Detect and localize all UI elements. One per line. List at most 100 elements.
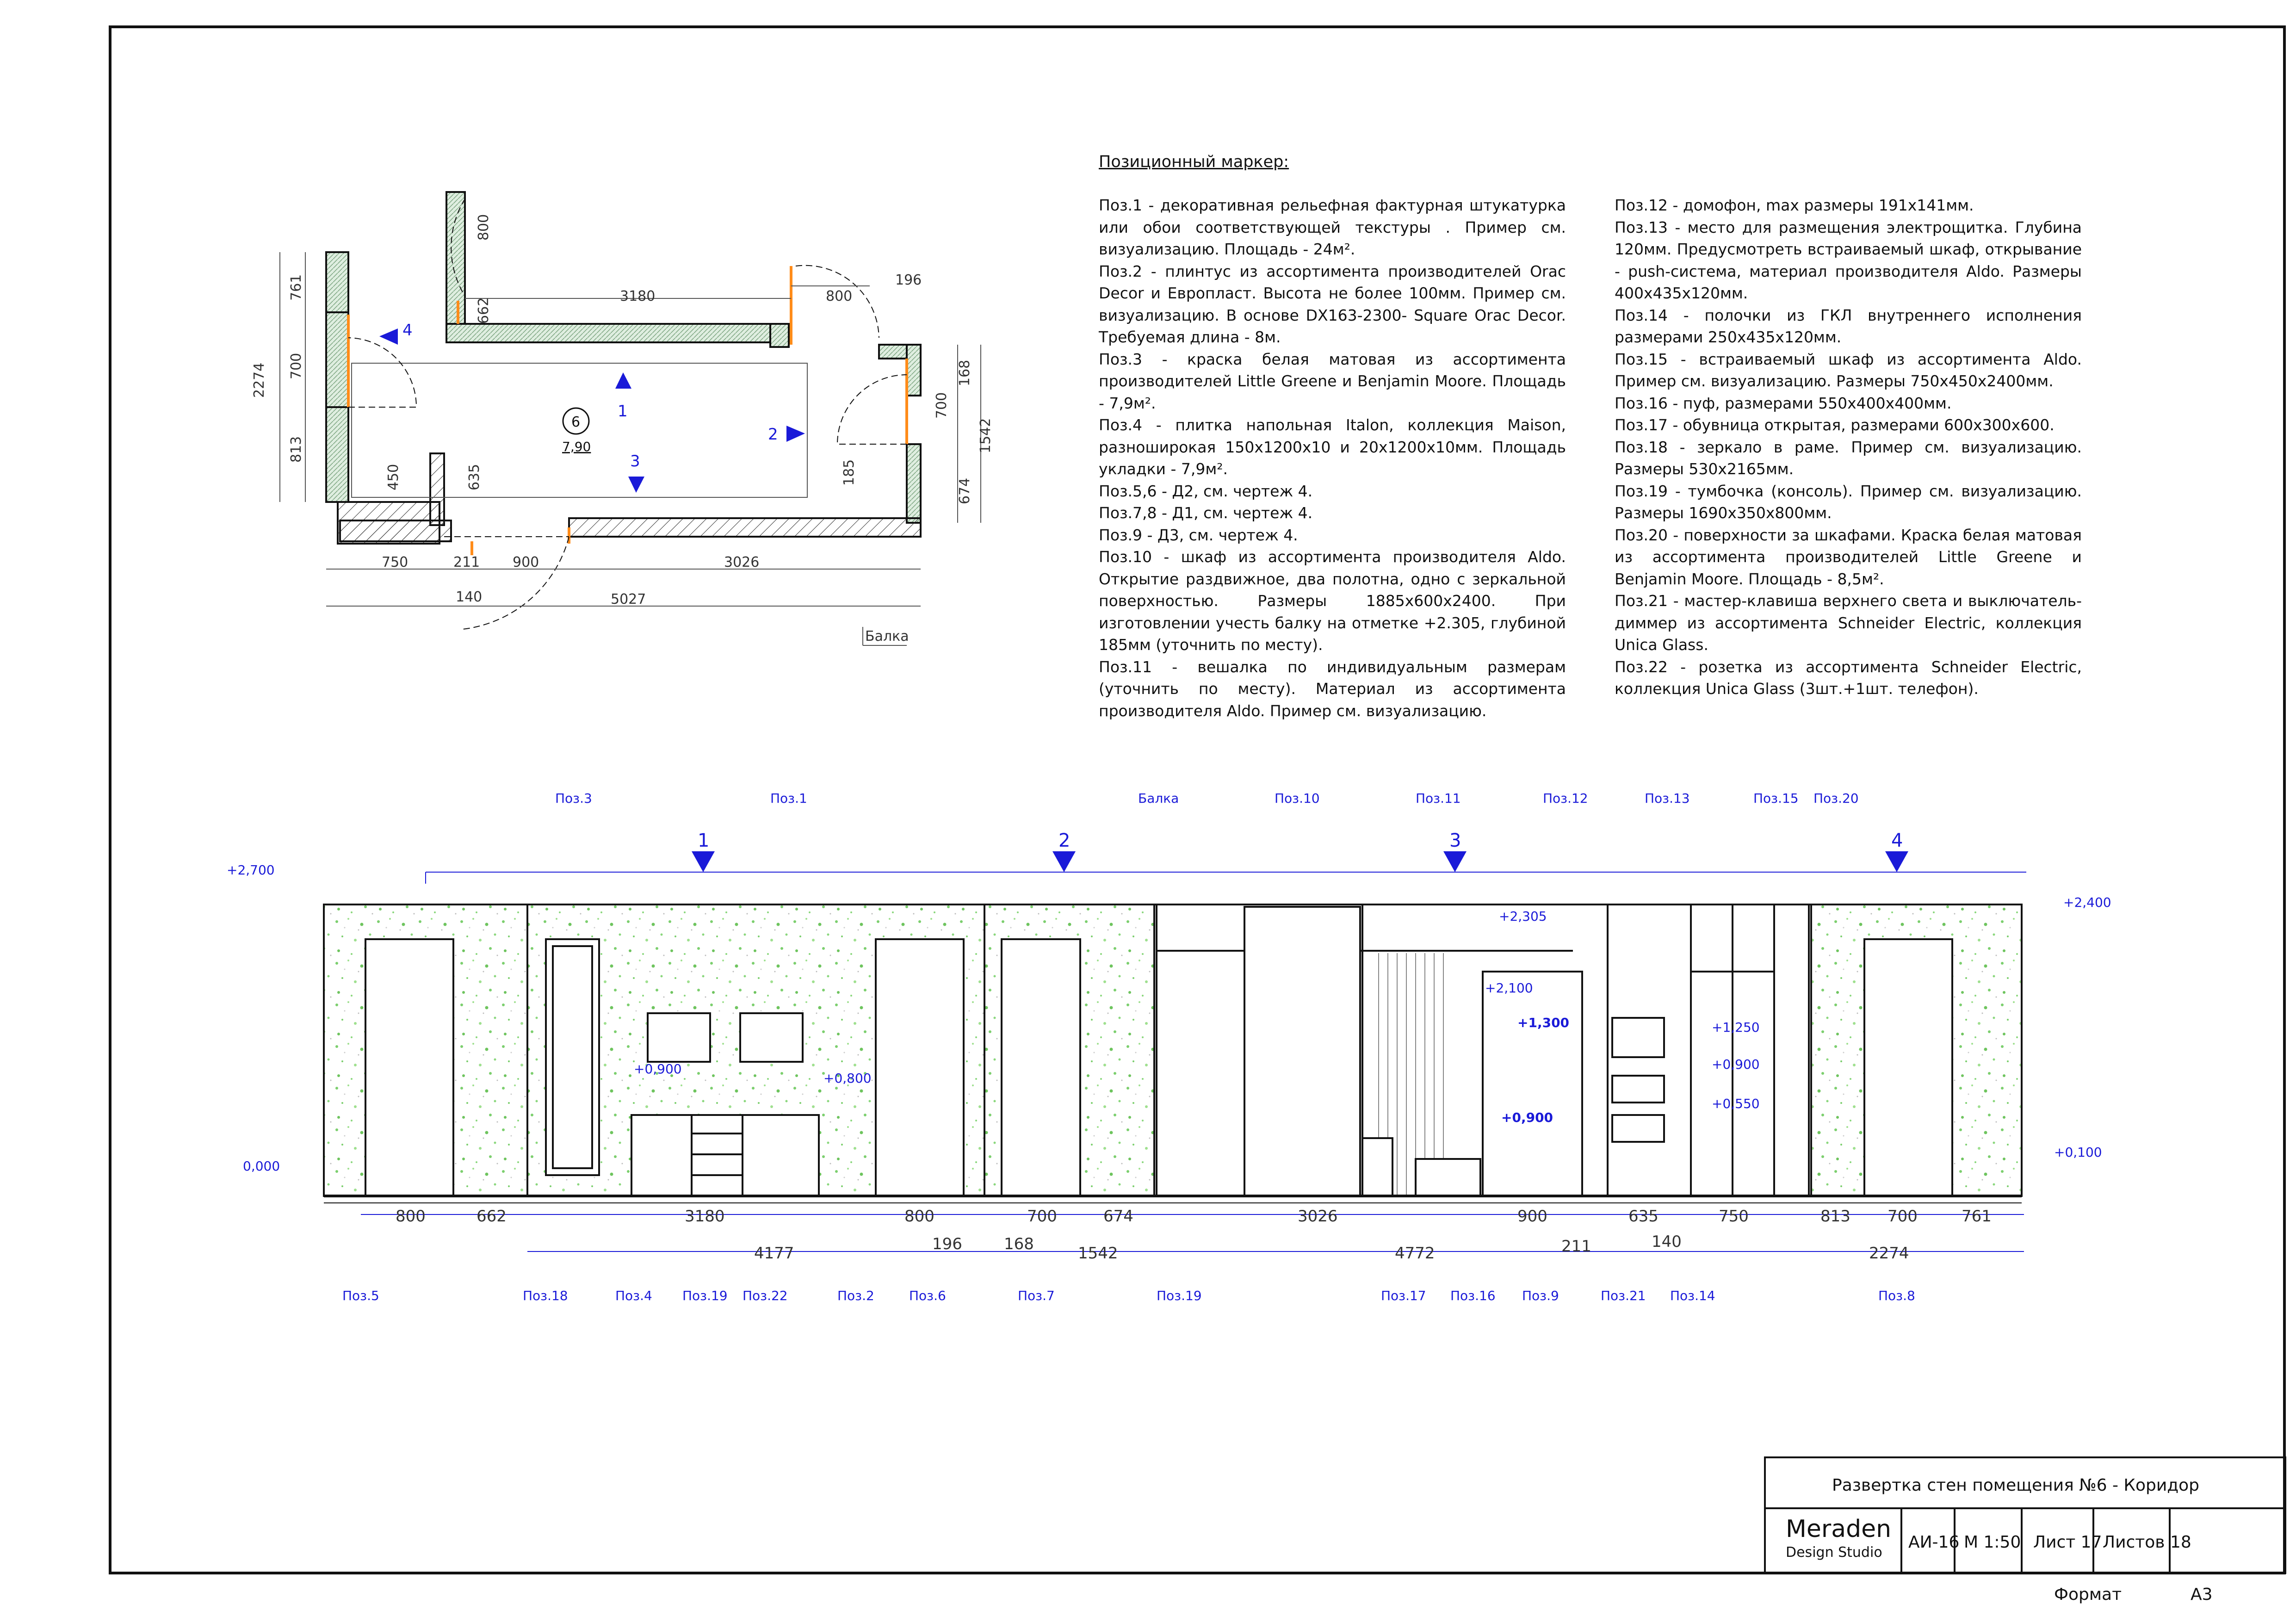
door-poz5: [365, 938, 454, 1197]
leader-top-3: Поз.10: [1275, 791, 1320, 806]
leader-bot-14: Поз.8: [1878, 1288, 1915, 1303]
room-area: 7,90: [562, 439, 591, 454]
plan-dim-185: 185: [841, 459, 857, 486]
notes-column-left: Поз.1 - декоративная рельефная фактурная…: [1099, 194, 1566, 722]
elev-dim2-6: 140: [1652, 1233, 1682, 1251]
elev-dim-11: 700: [1888, 1207, 1918, 1226]
leader-bot-4: Поз.22: [743, 1288, 788, 1303]
plan-dim-450: 450: [385, 464, 402, 490]
note-item: Поз.1 - декоративная рельефная фактурная…: [1099, 196, 1566, 258]
leader-top-0: Поз.3: [555, 791, 592, 806]
leader-bot-1: Поз.18: [523, 1288, 568, 1303]
plan-dim-635: 635: [466, 464, 483, 490]
leader-bot-8: Поз.19: [1157, 1288, 1202, 1303]
plan-dim-662: 662: [476, 297, 492, 324]
plan-dim-900: 900: [513, 554, 539, 570]
plan-dim-761: 761: [288, 274, 304, 301]
room-marker: [562, 407, 590, 435]
leader-bot-5: Поз.2: [837, 1288, 874, 1303]
elev-dim-2: 3180: [685, 1207, 725, 1226]
plan-arrow-4: 4: [402, 321, 413, 340]
plan-dim-3026: 3026: [724, 554, 759, 570]
level-0800: +0,800: [823, 1071, 872, 1086]
door-poz7: [1001, 938, 1081, 1197]
title-block: [1764, 1456, 2286, 1574]
format-label: Формат: [2054, 1585, 2122, 1604]
note-item: Поз.22 - розетка из ассортимента Schneid…: [1615, 657, 2082, 698]
level-0550: +0,550: [1712, 1096, 1760, 1111]
elev-dim-5: 674: [1103, 1207, 1133, 1226]
leader-top-2: Балка: [1138, 791, 1179, 806]
plan-dim-700: 700: [288, 353, 304, 379]
leader-bot-12: Поз.21: [1601, 1288, 1646, 1303]
door-poz6: [875, 938, 965, 1197]
note-item: Поз.13 - место для размещения электрощит…: [1615, 218, 2082, 303]
notes-column-right: Поз.12 - домофон, max размеры 191х141мм.…: [1615, 194, 2082, 700]
leader-bot-10: Поз.16: [1450, 1288, 1496, 1303]
plan-arrow-3: 3: [630, 452, 640, 471]
level-2305: +2,305: [1499, 909, 1547, 924]
level-2100: +2,100: [1485, 980, 1533, 996]
note-item: Поз.4 - плитка напольная Italon, коллекц…: [1099, 416, 1566, 478]
door-poz9: [1482, 971, 1583, 1197]
plan-dim-211: 211: [453, 554, 480, 570]
elev-dim-7: 900: [1517, 1207, 1547, 1226]
plan-dim-800b: 800: [476, 214, 492, 241]
plan-beam-label: Балка: [865, 628, 909, 644]
note-item: Поз.14 - полочки из ГКЛ внутреннего испо…: [1615, 306, 2082, 347]
leader-bot-9: Поз.17: [1381, 1288, 1426, 1303]
level-1300: +1,300: [1517, 1015, 1569, 1030]
plan-dim-168: 168: [957, 360, 973, 386]
plan-arrow-1: 1: [618, 402, 628, 421]
note-item: Поз.5,6 - Д2, см. чертеж 4.: [1099, 482, 1313, 500]
note-item: Поз.16 - пуф, размерами 550х400х400мм.: [1615, 394, 1952, 412]
note-item: Поз.20 - поверхности за шкафами. Краска …: [1615, 526, 2082, 588]
note-item: Поз.11 - вешалка по индивидуальным разме…: [1099, 657, 1566, 720]
plan-dim-5027: 5027: [611, 591, 646, 607]
elev-dim2-4: 4772: [1395, 1244, 1435, 1263]
plan-dim-813: 813: [288, 436, 304, 463]
leader-bot-3: Поз.19: [682, 1288, 728, 1303]
elev-dim-4: 700: [1027, 1207, 1057, 1226]
leader-top-5: Поз.12: [1543, 791, 1588, 806]
leader-bot-2: Поз.4: [615, 1288, 652, 1303]
note-item: Поз.7,8 - Д1, см. чертеж 4.: [1099, 504, 1313, 522]
elev-dim2-5: 211: [1561, 1237, 1591, 1256]
wall-label-1: 1: [698, 830, 709, 851]
leader-bot-7: Поз.7: [1018, 1288, 1055, 1303]
leader-bot-13: Поз.14: [1670, 1288, 1715, 1303]
elev-dim-3: 800: [904, 1207, 934, 1226]
plan-dim-140: 140: [456, 589, 482, 605]
elev-dim-10: 813: [1820, 1207, 1850, 1226]
leader-top-4: Поз.11: [1416, 791, 1461, 806]
note-item: Поз.17 - обувница открытая, размерами 60…: [1615, 416, 2055, 434]
elev-dim2-1: 196: [932, 1235, 962, 1253]
level-0900b: +0,900: [1501, 1110, 1553, 1125]
leader-top-7: Поз.15: [1753, 791, 1799, 806]
room-number: 6: [571, 414, 580, 430]
level-0100: +0,100: [2054, 1145, 2102, 1160]
elev-dim-8: 635: [1628, 1207, 1659, 1226]
door-poz8: [1863, 938, 1953, 1197]
elev-dim2-0: 4177: [754, 1244, 794, 1263]
leader-bot-0: Поз.5: [342, 1288, 379, 1303]
wall-elevation: [323, 851, 2026, 1252]
plan-dim-800: 800: [826, 288, 852, 304]
floor-plan: [279, 191, 981, 646]
elev-dim2-2: 168: [1004, 1235, 1034, 1253]
level-2700: +2,700: [227, 862, 275, 878]
level-0900c: +0,900: [1712, 1057, 1760, 1072]
note-item: Поз.15 - встраиваемый шкаф из ассортимен…: [1615, 350, 2082, 390]
sheet-frame: [109, 25, 2286, 1574]
plan-dim-674: 674: [957, 478, 973, 504]
level-0900: +0,900: [634, 1061, 682, 1077]
leader-top-1: Поз.1: [770, 791, 807, 806]
wall-label-2: 2: [1058, 830, 1070, 851]
elev-dim-12: 761: [1962, 1207, 1992, 1226]
sheet-count: Листов 18: [2103, 1533, 2191, 1552]
wall-label-3: 3: [1449, 830, 1461, 851]
note-item: Поз.12 - домофон, max размеры 191х141мм.: [1615, 196, 1974, 214]
note-item: Поз.18 - зеркало в раме. Пример см. визу…: [1615, 438, 2082, 478]
elev-dim2-3: 1542: [1078, 1244, 1118, 1263]
